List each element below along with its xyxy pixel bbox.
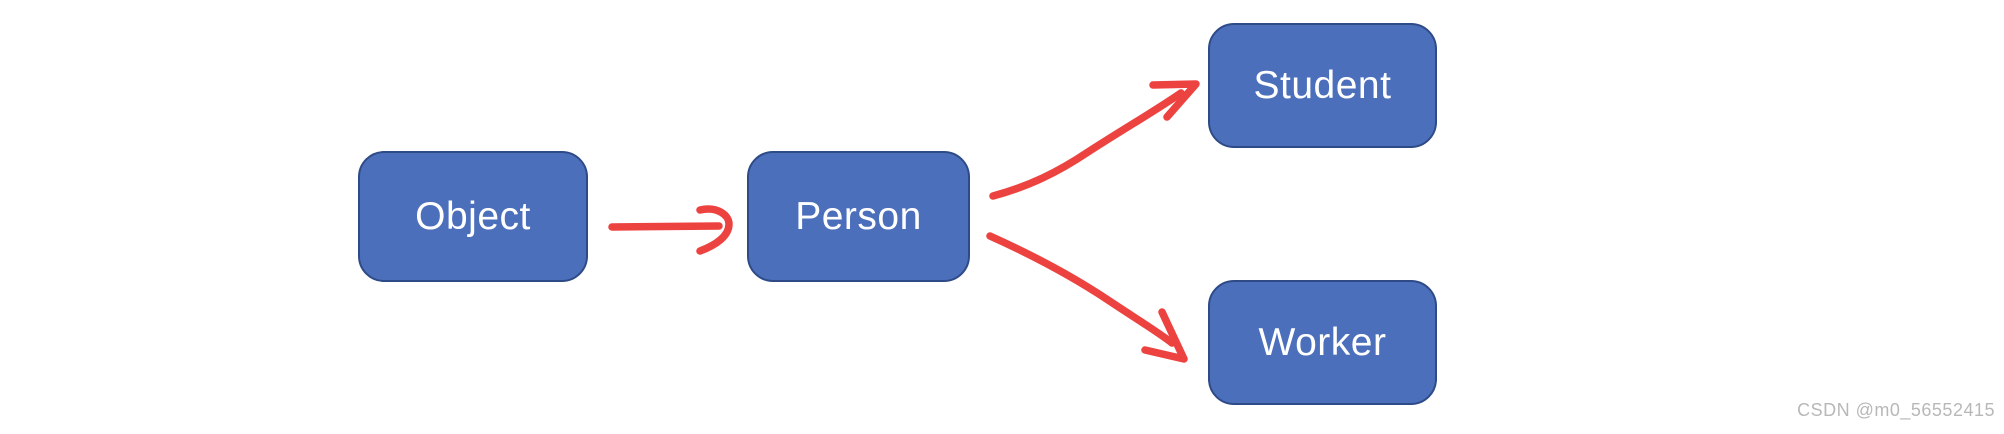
node-person-label: Person xyxy=(795,194,922,238)
arrow-object-to-person-shaft xyxy=(608,222,723,231)
node-person: Person xyxy=(747,151,970,282)
arrow-person-to-student-head xyxy=(1149,80,1200,121)
arrow-object-to-person-head xyxy=(696,205,733,255)
node-student: Student xyxy=(1208,23,1437,148)
arrow-person-to-worker-head xyxy=(1141,308,1188,363)
arrow-person-to-worker xyxy=(986,232,1188,363)
node-object: Object xyxy=(358,151,588,282)
arrow-person-to-worker-shaft xyxy=(986,232,1176,347)
node-student-label: Student xyxy=(1253,63,1392,107)
arrow-person-to-student xyxy=(989,80,1200,200)
node-object-label: Object xyxy=(415,194,531,238)
watermark: CSDN @m0_56552415 xyxy=(1797,400,1995,420)
node-worker-label: Worker xyxy=(1258,320,1387,364)
node-worker: Worker xyxy=(1208,280,1437,405)
arrow-object-to-person xyxy=(608,205,733,255)
arrow-person-to-student-shaft xyxy=(989,89,1185,200)
